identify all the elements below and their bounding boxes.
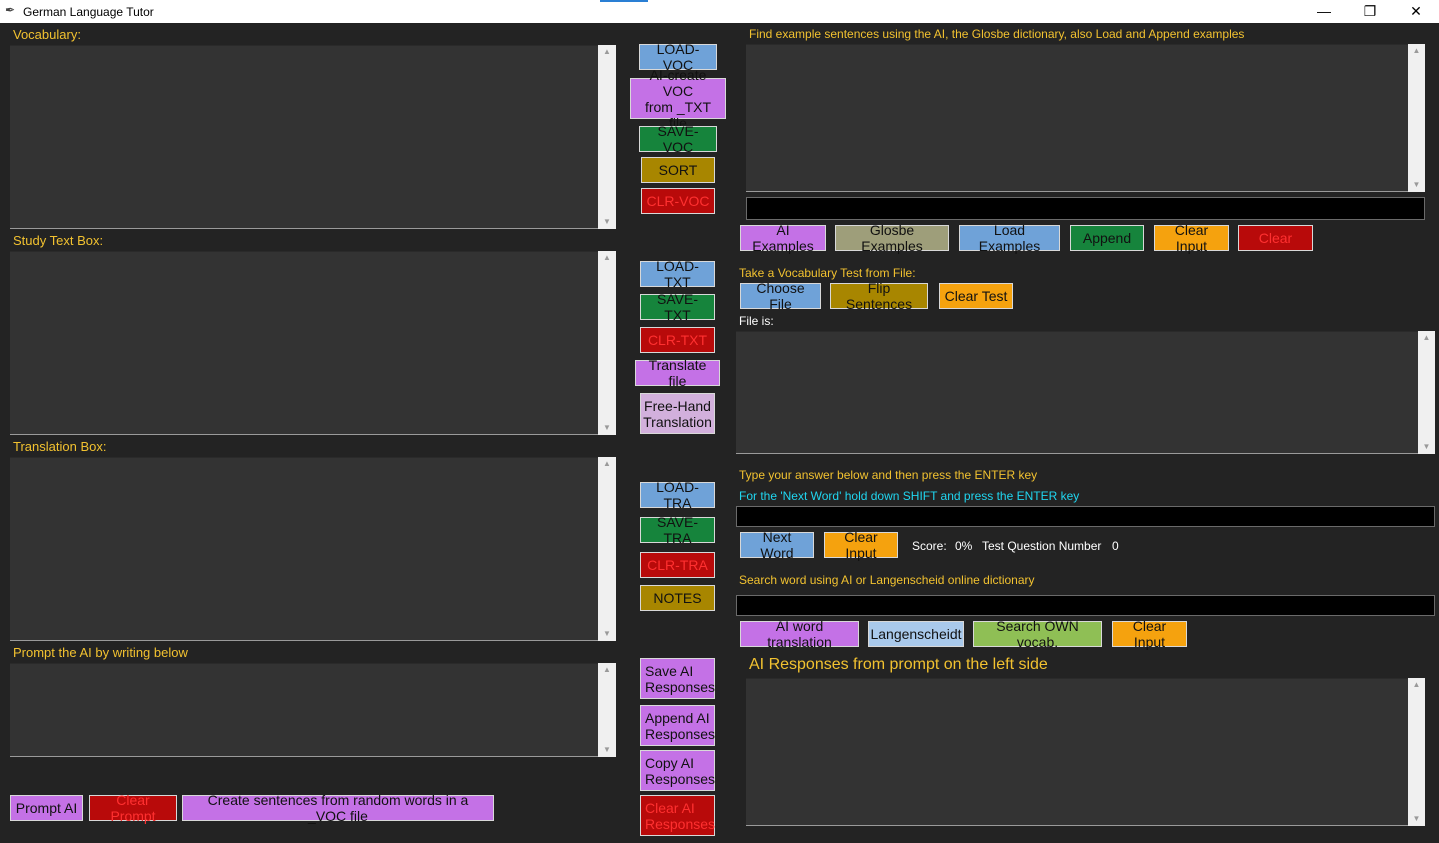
clear-prompt-button[interactable]: Clear Prompt: [89, 792, 177, 824]
langenscheidt-button[interactable]: Langenscheidt: [868, 621, 964, 647]
scroll-up-icon[interactable]: ▲: [603, 47, 611, 56]
load-voc-button[interactable]: LOAD-VOC: [639, 41, 717, 73]
examples-scrollbar[interactable]: ▲▼: [1408, 44, 1425, 192]
search-label: Search word using AI or Langenscheid onl…: [739, 573, 1035, 587]
prompt-ai-button[interactable]: Prompt AI: [10, 795, 83, 821]
translate-file-button[interactable]: Translate file: [635, 357, 720, 389]
load-tra-button[interactable]: LOAD-TRA: [640, 479, 715, 511]
scroll-up-icon[interactable]: ▲: [1412, 680, 1421, 689]
title-bar: ✒ German Language Tutor — ❐ ✕: [0, 0, 1439, 23]
search-input[interactable]: [736, 595, 1435, 616]
study-text-label: Study Text Box:: [13, 233, 104, 248]
test-label: Take a Vocabulary Test from File:: [739, 266, 916, 280]
clr-txt-button[interactable]: CLR-TXT: [640, 327, 715, 353]
clr-voc-button[interactable]: CLR-VOC: [641, 188, 715, 214]
score-value: 0%: [955, 539, 973, 553]
scroll-down-icon[interactable]: ▼: [603, 629, 611, 638]
examples-textbox[interactable]: [746, 44, 1408, 192]
test-file-textbox[interactable]: [736, 331, 1418, 454]
test-clear-input-button[interactable]: Clear Input: [824, 529, 898, 561]
close-button[interactable]: ✕: [1410, 3, 1422, 19]
window-title: German Language Tutor: [23, 5, 154, 19]
scroll-up-icon[interactable]: ▲: [603, 665, 611, 674]
feather-icon: ✒: [5, 3, 16, 17]
next-word-instruction: For the 'Next Word' hold down SHIFT and …: [739, 489, 1080, 503]
clr-tra-button[interactable]: CLR-TRA: [640, 552, 715, 578]
ai-responses-scrollbar[interactable]: ▲▼: [1408, 678, 1425, 826]
scroll-down-icon[interactable]: ▼: [1412, 814, 1421, 823]
translation-label: Translation Box:: [13, 439, 107, 454]
append-ai-responses-button[interactable]: Append AI Responses: [640, 705, 715, 746]
test-file-scrollbar[interactable]: ▲▼: [1418, 331, 1435, 454]
search-own-vocab-button[interactable]: Search OWN vocab.: [973, 618, 1102, 650]
answer-input[interactable]: [736, 506, 1435, 527]
study-scrollbar[interactable]: ▲▼: [598, 251, 616, 435]
ai-word-translation-button[interactable]: AI word translation: [740, 618, 859, 650]
scroll-down-icon[interactable]: ▼: [1412, 180, 1421, 189]
clear-ai-responses-button[interactable]: Clear AI Responses: [640, 795, 715, 836]
prompt-textbox[interactable]: [10, 663, 598, 757]
scroll-up-icon[interactable]: ▲: [603, 459, 611, 468]
save-voc-button[interactable]: SAVE-VOC: [639, 123, 717, 155]
next-word-button[interactable]: Next Word: [740, 529, 814, 561]
score-label: Score:: [912, 539, 947, 553]
title-accent: [600, 0, 648, 2]
ai-examples-button[interactable]: AI Examples: [740, 222, 826, 254]
glosbe-examples-button[interactable]: Glosbe Examples: [835, 222, 949, 254]
examples-label: Find example sentences using the AI, the…: [749, 27, 1245, 41]
ai-responses-textbox[interactable]: [746, 678, 1408, 826]
save-tra-button[interactable]: SAVE-TRA: [640, 514, 715, 546]
translation-textbox[interactable]: [10, 457, 598, 641]
scroll-up-icon[interactable]: ▲: [1412, 46, 1421, 55]
file-is-label: File is:: [739, 314, 774, 328]
vocabulary-textbox[interactable]: [10, 45, 598, 229]
ai-create-voc-button[interactable]: AI-create VOC from _TXT file: [630, 67, 726, 131]
question-number-value: 0: [1112, 539, 1119, 553]
choose-file-button[interactable]: Choose File: [740, 280, 821, 312]
save-txt-button[interactable]: SAVE-TXT: [640, 291, 715, 323]
examples-input[interactable]: [746, 197, 1425, 220]
vocabulary-label: Vocabulary:: [13, 27, 81, 42]
restore-button[interactable]: ❐: [1363, 3, 1377, 19]
answer-instruction: Type your answer below and then press th…: [739, 468, 1038, 482]
ai-responses-label: AI Responses from prompt on the left sid…: [749, 656, 1048, 673]
study-textbox[interactable]: [10, 251, 598, 435]
create-sentences-button[interactable]: Create sentences from random words in a …: [182, 792, 494, 824]
vocabulary-scrollbar[interactable]: ▲▼: [598, 45, 616, 229]
prompt-label: Prompt the AI by writing below: [13, 645, 188, 660]
clear-test-button[interactable]: Clear Test: [939, 283, 1013, 309]
minimize-button[interactable]: —: [1317, 3, 1331, 19]
sort-button[interactable]: SORT: [641, 157, 715, 183]
scroll-down-icon[interactable]: ▼: [603, 217, 611, 226]
load-txt-button[interactable]: LOAD-TXT: [640, 258, 715, 290]
scroll-up-icon[interactable]: ▲: [1422, 333, 1431, 342]
translation-scrollbar[interactable]: ▲▼: [598, 457, 616, 641]
load-examples-button[interactable]: Load Examples: [959, 222, 1060, 254]
prompt-scrollbar[interactable]: ▲▼: [598, 663, 616, 757]
copy-ai-responses-button[interactable]: Copy AI Responses: [640, 750, 715, 791]
scroll-down-icon[interactable]: ▼: [603, 745, 611, 754]
free-hand-translation-button[interactable]: Free-Hand Translation: [640, 393, 715, 434]
scroll-down-icon[interactable]: ▼: [1422, 442, 1431, 451]
question-number-label: Test Question Number: [982, 539, 1102, 553]
scroll-up-icon[interactable]: ▲: [603, 253, 611, 262]
append-button[interactable]: Append: [1070, 225, 1144, 251]
search-clear-input-button[interactable]: Clear Input: [1112, 618, 1187, 650]
examples-clear-input-button[interactable]: Clear Input: [1154, 222, 1229, 254]
notes-button[interactable]: NOTES: [640, 585, 715, 611]
save-ai-responses-button[interactable]: Save AI Responses: [640, 658, 715, 699]
examples-clear-button[interactable]: Clear: [1238, 225, 1313, 251]
flip-sentences-button[interactable]: Flip Sentences: [830, 280, 928, 312]
scroll-down-icon[interactable]: ▼: [603, 423, 611, 432]
